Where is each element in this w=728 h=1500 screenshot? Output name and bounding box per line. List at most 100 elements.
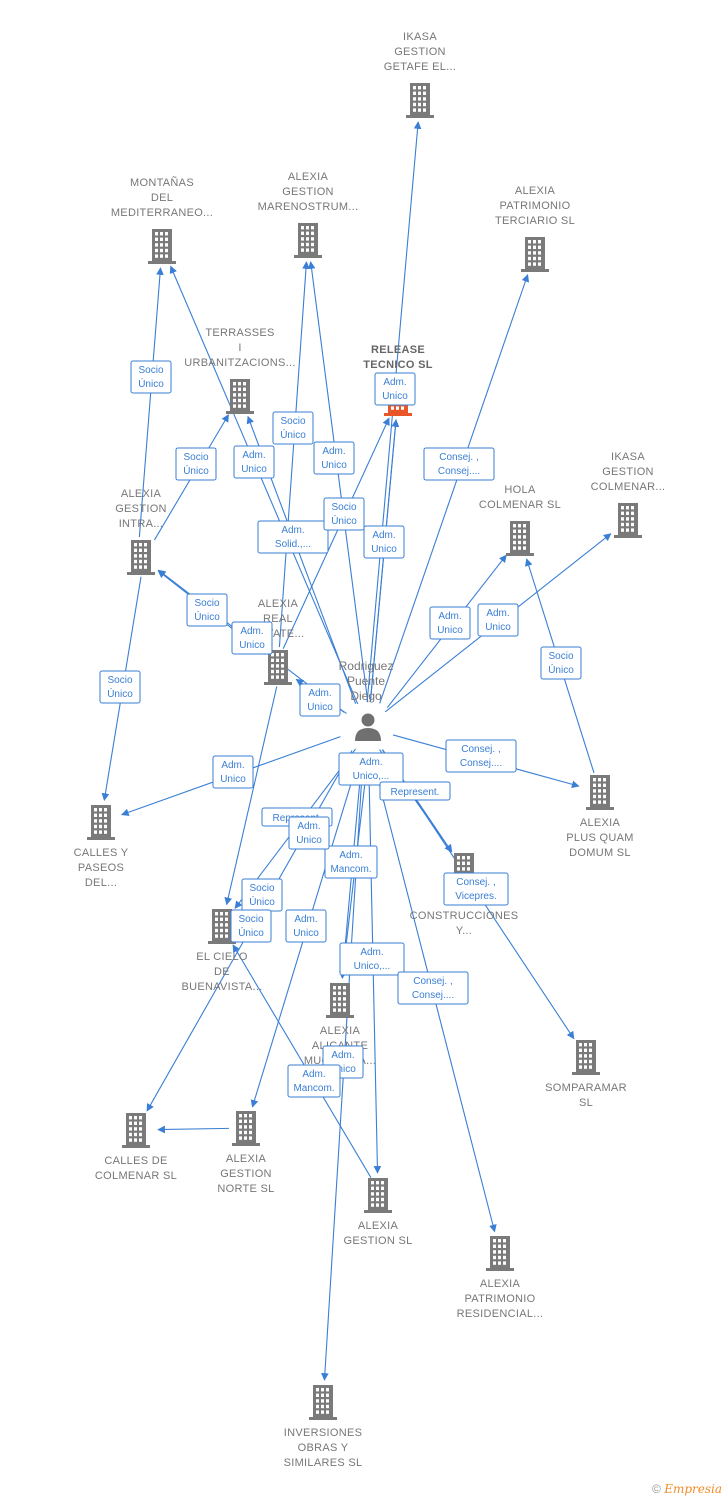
company-label: RESIDENCIAL... — [457, 1308, 544, 1320]
relation-label[interactable]: Adm.Unico — [313, 441, 355, 475]
edge-person-to-release — [369, 419, 400, 703]
relation-label-text: Adm. — [438, 611, 461, 622]
copyright-icon: © — [652, 1482, 661, 1496]
relation-label-text: Adm. — [331, 1050, 354, 1061]
company-label: DE — [214, 966, 230, 978]
relation-label-text: Único — [548, 663, 574, 676]
brand-logo[interactable]: Empresia — [664, 1482, 722, 1496]
relation-label[interactable]: Adm.Unico,... — [339, 942, 405, 976]
relation-label[interactable]: Consej. ,Vicepres. — [443, 872, 509, 906]
company-node-ikasa-colmenar[interactable]: IKASA GESTION COLMENAR... — [591, 451, 666, 538]
company-label: RELEASE — [371, 344, 425, 356]
relation-label-text: Único — [280, 428, 306, 441]
company-label: SL — [579, 1097, 593, 1109]
company-label: Y... — [456, 925, 472, 937]
company-label: PASEOS — [78, 862, 124, 874]
relation-label[interactable]: Adm.Mancom. — [287, 1064, 341, 1098]
person-label: Puente — [347, 674, 385, 688]
relation-label-text: Socio — [249, 883, 274, 894]
company-node-calles-paseos[interactable]: CALLES Y PASEOS DEL... — [74, 805, 129, 889]
company-label: PLUS QUAM — [566, 832, 634, 844]
company-node-gestion-intra[interactable]: ALEXIAGESTIONINTRA... — [115, 488, 167, 575]
relation-label-text: Socio — [280, 416, 305, 427]
company-node-patrimonio-residencial[interactable]: ALEXIAPATRIMONIORESIDENCIAL... — [457, 1236, 544, 1320]
relation-label-text: Único — [138, 377, 164, 390]
relation-label-text: Consej.... — [438, 466, 480, 477]
relation-label[interactable]: Consej. ,Consej.... — [445, 739, 517, 773]
building-icon — [127, 540, 155, 575]
company-node-marenostrum[interactable]: ALEXIAGESTIONMARENOSTRUM... — [258, 171, 359, 258]
company-label: SIMILARES SL — [284, 1457, 363, 1469]
relation-label-text: Unico — [220, 774, 246, 785]
relation-label[interactable]: Adm.Solid.,... — [257, 520, 329, 554]
company-node-terrasses[interactable]: TERRASSESIURBANITZACIONS... — [184, 327, 295, 414]
company-label: OBRAS Y — [298, 1442, 349, 1454]
relation-label-text: Adm. — [297, 821, 320, 832]
company-label: MARENOSTRUM... — [258, 201, 359, 213]
relation-label[interactable]: Adm.Unico — [285, 909, 327, 943]
relation-label-text: Socio — [183, 452, 208, 463]
relation-label-text: Adm. — [339, 850, 362, 861]
relation-label[interactable]: Adm.Unico — [212, 755, 254, 789]
company-label: MONTAÑAS — [130, 176, 194, 189]
relation-label-text: Consej. , — [439, 452, 478, 463]
company-node-montanas[interactable]: MONTAÑASDELMEDITERRANEO... — [111, 176, 213, 264]
relation-label-text: Único — [238, 926, 264, 939]
relation-label-text: Adm. — [322, 446, 345, 457]
relation-label[interactable]: Consej. ,Consej.... — [397, 971, 469, 1005]
relation-label[interactable]: Adm.Unico — [477, 603, 519, 637]
relation-label-text: Unico — [485, 622, 511, 633]
relation-label-text: Unico — [239, 640, 265, 651]
relation-label[interactable]: Adm.Mancom. — [324, 845, 378, 879]
building-icon — [406, 83, 434, 118]
company-label: URBANITZACIONS... — [184, 357, 295, 369]
relation-label[interactable]: Adm.Unico — [363, 525, 405, 559]
company-label: DEL... — [85, 877, 117, 889]
relation-label-text: Vicepres. — [455, 891, 497, 902]
relation-label[interactable]: Adm.Unico — [233, 445, 275, 479]
relation-label[interactable]: Adm. Unico — [288, 816, 330, 850]
company-label: COLMENAR... — [591, 481, 666, 493]
relation-label-text: Represent. — [391, 787, 440, 798]
company-label: GESTION — [602, 466, 654, 478]
relation-label-text: Unico — [382, 391, 408, 402]
relation-label-text: Adm. — [281, 525, 304, 536]
relation-label[interactable]: Adm.Unico — [299, 683, 341, 717]
relation-label[interactable]: Represent. — [379, 781, 451, 801]
company-label: CONSTRUCCIONES — [410, 910, 519, 922]
relation-label-text: Unico,... — [354, 961, 391, 972]
company-label: IKASA — [611, 451, 645, 463]
company-node-real-estate[interactable]: ALEXIAREALESTATE... — [251, 598, 304, 685]
relation-label[interactable]: Adm.Unico — [374, 372, 416, 406]
relation-label-text: Único — [107, 687, 133, 700]
relation-label-text: Unico — [296, 835, 322, 846]
relation-label[interactable]: Adm.Unico — [429, 606, 471, 640]
company-label: NORTE SL — [217, 1183, 274, 1195]
relation-label[interactable]: Consej. , Consej.... — [423, 447, 495, 481]
company-node-cielo[interactable]: EL CIELODEBUENAVISTA... — [181, 909, 262, 993]
company-label: TERCIARIO SL — [495, 215, 575, 227]
relation-label[interactable]: Adm.Unico — [231, 621, 273, 655]
company-label: CALLES Y — [74, 847, 129, 859]
relation-label[interactable]: Adm.Unico,... — [338, 752, 404, 786]
